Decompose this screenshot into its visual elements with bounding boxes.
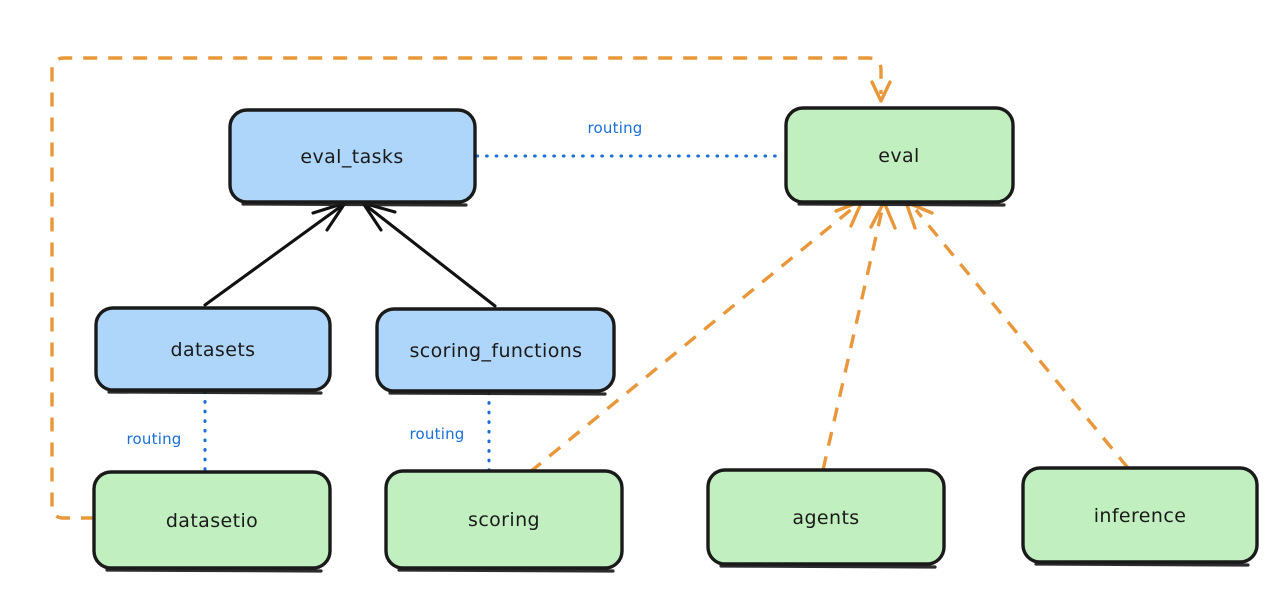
edge-agents-to-eval	[821, 200, 897, 471]
node-scoring-functions-label: scoring_functions	[410, 340, 583, 362]
node-eval-tasks-label: eval_tasks	[300, 146, 403, 168]
edge-datasetio-to-eval	[50, 56, 892, 520]
node-agents-shape[interactable]	[706, 468, 946, 566]
edge-scoring_functions-to-eval_tasks	[361, 201, 497, 308]
node-datasets[interactable]: datasets	[94, 306, 332, 395]
node-agents[interactable]: agents	[706, 468, 946, 569]
edge-label-routing-scoring-functions: routing	[410, 425, 465, 443]
node-scoring[interactable]: scoring	[384, 469, 624, 573]
edge-label-routing-datasets: routing	[127, 430, 182, 448]
node-eval-shape[interactable]	[784, 106, 1015, 204]
node-scoring-label: scoring	[468, 509, 540, 531]
node-datasets-shape[interactable]	[94, 306, 332, 392]
node-datasetio-label: datasetio	[166, 510, 258, 532]
node-scoring-shape[interactable]	[384, 469, 624, 570]
node-scoring-functions[interactable]: scoring_functions	[375, 307, 616, 396]
node-datasets-label: datasets	[171, 339, 256, 361]
node-inference-label: inference	[1094, 505, 1187, 527]
node-eval[interactable]: eval	[784, 106, 1015, 207]
node-scoring-functions-shape[interactable]	[375, 307, 616, 393]
node-datasetio[interactable]: datasetio	[92, 470, 332, 573]
node-eval-tasks[interactable]: eval_tasks	[228, 108, 477, 207]
node-agents-label: agents	[792, 507, 859, 529]
node-inference[interactable]: inference	[1021, 466, 1259, 567]
edge-label-routing-eval-tasks: routing	[588, 119, 643, 137]
node-inference-shape[interactable]	[1021, 466, 1259, 564]
edge-inference-to-eval	[904, 200, 1130, 470]
node-eval-label: eval	[878, 145, 919, 167]
node-datasetio-shape[interactable]	[92, 470, 332, 570]
node-eval-tasks-shape[interactable]	[228, 108, 477, 204]
edge-datasets-to-eval_tasks	[203, 201, 347, 307]
